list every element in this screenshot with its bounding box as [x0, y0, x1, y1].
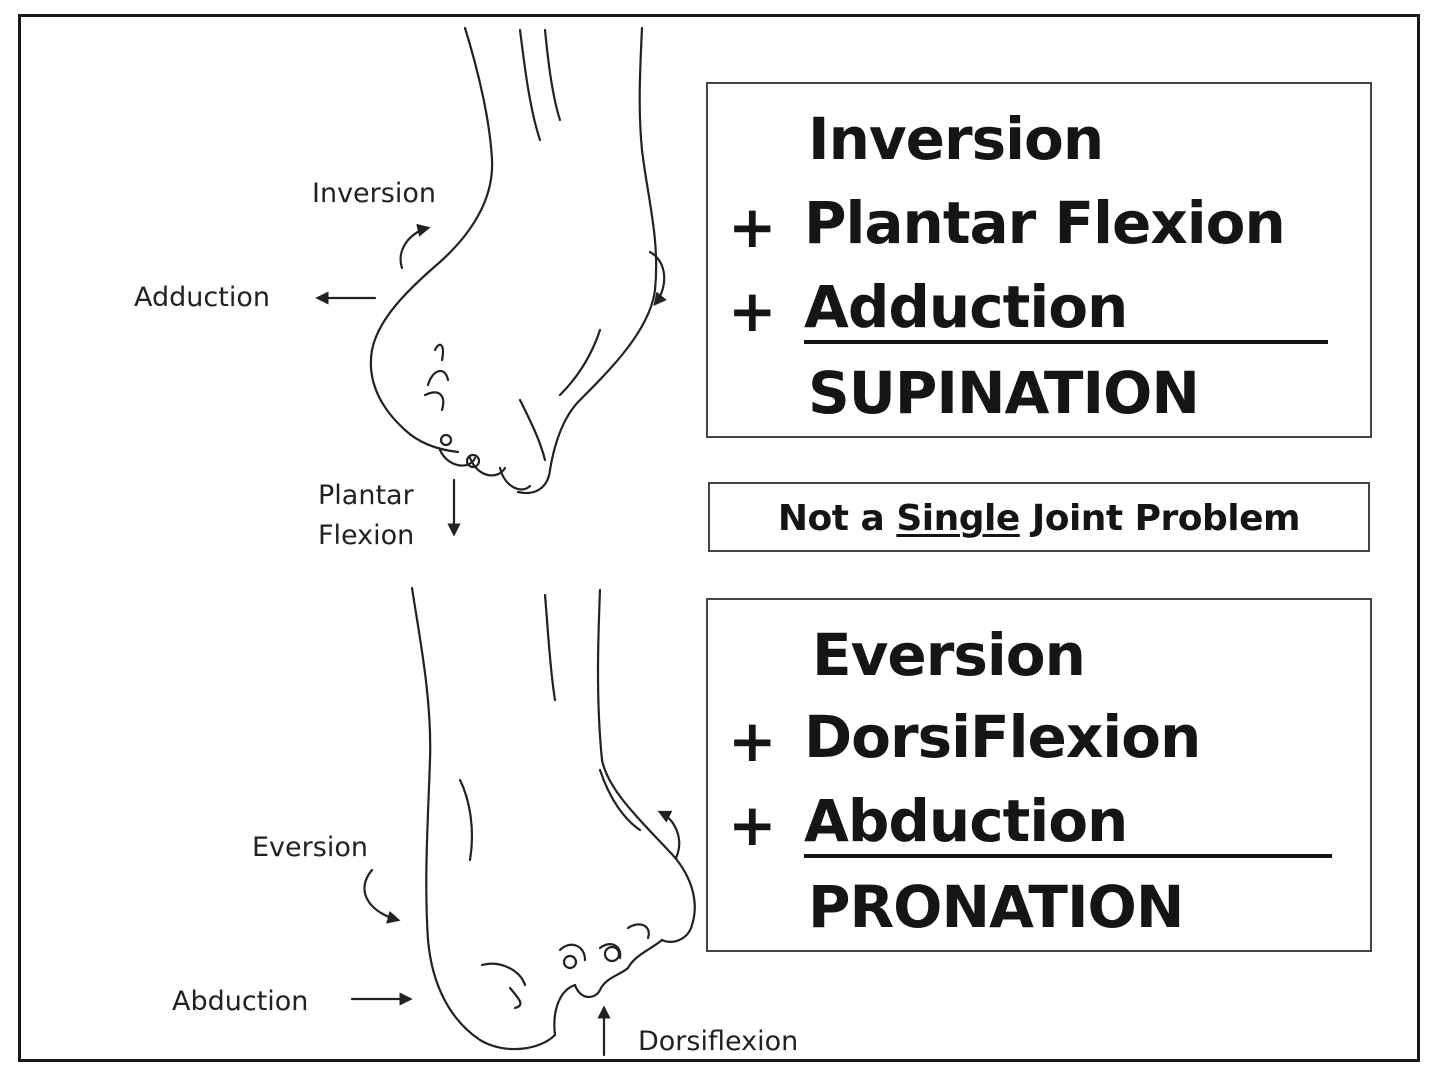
supination-line-adduction: Adduction	[804, 278, 1127, 336]
pronation-line-dorsiflexion: DorsiFlexion	[804, 708, 1200, 766]
plus-sign: +	[728, 796, 777, 854]
supination-line-inversion: Inversion	[808, 110, 1103, 168]
eversion-arrow	[364, 870, 398, 920]
plus-sign: +	[728, 712, 777, 770]
pronation-box: Eversion + DorsiFlexion + Abduction PRON…	[706, 598, 1372, 952]
pronation-line-abduction: Abduction	[804, 792, 1127, 850]
plus-sign: +	[728, 198, 777, 256]
supination-line-plantar-flexion: Plantar Flexion	[804, 194, 1285, 252]
supination-box: Inversion + Plantar Flexion + Adduction …	[706, 82, 1372, 438]
note-box: Not a Single Joint Problem	[708, 482, 1370, 552]
note-text-before: Not a	[778, 498, 896, 539]
label-dorsiflexion: Dorsiflexion	[638, 1026, 798, 1057]
label-eversion: Eversion	[252, 832, 368, 863]
inversion-arrow	[401, 228, 428, 268]
label-inversion: Inversion	[312, 178, 436, 209]
label-flexion: Flexion	[318, 520, 414, 551]
pronation-result: PRONATION	[808, 878, 1183, 936]
note-text: Not a Single Joint Problem	[710, 498, 1368, 539]
note-text-emphasis: Single	[896, 498, 1019, 539]
label-plantar: Plantar	[318, 480, 414, 511]
label-abduction: Abduction	[172, 986, 308, 1017]
sum-underline	[804, 340, 1328, 344]
plus-sign: +	[728, 282, 777, 340]
label-adduction-top: Adduction	[134, 282, 270, 313]
note-text-after: Joint Problem	[1020, 498, 1300, 539]
top-foot-drawing	[371, 28, 656, 493]
pronation-line-eversion: Eversion	[812, 626, 1085, 684]
supination-result: SUPINATION	[808, 364, 1199, 422]
bottom-foot-drawing	[412, 588, 695, 1049]
sum-underline	[804, 854, 1332, 858]
